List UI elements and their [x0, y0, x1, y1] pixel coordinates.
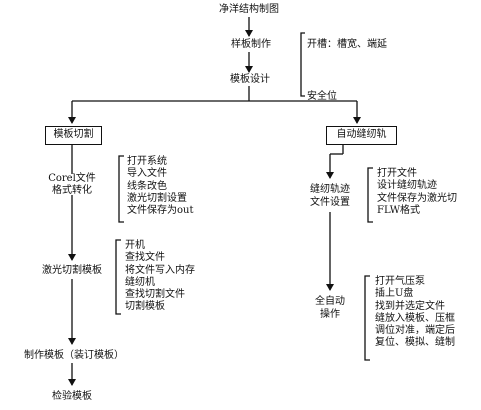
- list-item: 将文件写入内存: [125, 264, 195, 276]
- list-item: 切割模板: [125, 301, 165, 313]
- list-item: 打开气压泵: [375, 276, 425, 287]
- list-auto-steps: 打开气压泵 插上U盘 找到并选定文件 缝放入模板、压框 调位对准，端定后 复位、…: [375, 276, 455, 350]
- list-item: 打开系统: [127, 156, 167, 167]
- list-item: 复位、模拟、缝制: [375, 337, 455, 349]
- bracket-laser: [115, 239, 121, 315]
- node-make-template: 制作模板（装订模板）: [24, 350, 124, 361]
- bracket-sample: [300, 32, 305, 97]
- node-auto-op-line1: 全自动: [315, 296, 345, 307]
- list-item: 激光切割设置: [127, 192, 187, 204]
- note-safety: 安全位: [307, 91, 337, 102]
- list-laser-steps: 开机 查找文件 将文件写入内存 缝纫机 查找切割文件 切割模板: [125, 240, 195, 314]
- list-item: 查找切割文件: [125, 289, 185, 301]
- list-item: 缝纫机: [125, 276, 155, 288]
- list-item: 打开文件: [377, 168, 417, 179]
- node-inspect: 检验模板: [52, 391, 92, 402]
- list-item: 调位对准，端定后: [375, 325, 455, 337]
- node-cut-left: 模板切割: [45, 126, 102, 145]
- list-item: 插上U盘: [375, 288, 414, 300]
- list-corel-steps: 打开系统 导入文件 线条改色 激光切割设置 文件保存为out: [127, 156, 193, 217]
- node-top: 净洋结构制图: [219, 4, 279, 15]
- node-template-design: 模板设计: [230, 74, 270, 85]
- node-corel-line1: Corel文件: [48, 173, 96, 184]
- list-item: 开机: [125, 240, 145, 251]
- node-corel-line2: 格式转化: [52, 185, 92, 196]
- node-track-line1: 缝纫轨迹: [310, 184, 350, 195]
- bracket-track: [367, 167, 373, 223]
- bracket-corel: [118, 155, 124, 223]
- list-item: 线条改色: [127, 180, 167, 192]
- list-item: 文件保存为out: [127, 205, 194, 217]
- list-item: 缝放入模板、压框: [375, 312, 455, 324]
- list-item: 找到并选定文件: [375, 300, 445, 312]
- list-item: 导入文件: [127, 168, 167, 180]
- node-auto-op-line2: 操作: [320, 309, 340, 320]
- node-laser-cut: 激光切割模板: [42, 265, 102, 276]
- list-track-steps: 打开文件 设计缝纫轨迹 文件保存为激光切 FLW格式: [377, 168, 457, 217]
- bracket-auto: [364, 275, 370, 361]
- node-auto-right: 自动缝纫轨: [326, 126, 397, 145]
- list-item: 查找文件: [125, 252, 165, 264]
- node-sample: 样板制作: [231, 39, 271, 50]
- note-sample: 开槽：槽宽、端延: [307, 39, 387, 50]
- list-item: 设计缝纫轨迹: [377, 180, 437, 192]
- node-track-line2: 文件设置: [310, 197, 350, 208]
- list-item: 文件保存为激光切: [377, 192, 457, 204]
- list-item: FLW格式: [377, 204, 420, 216]
